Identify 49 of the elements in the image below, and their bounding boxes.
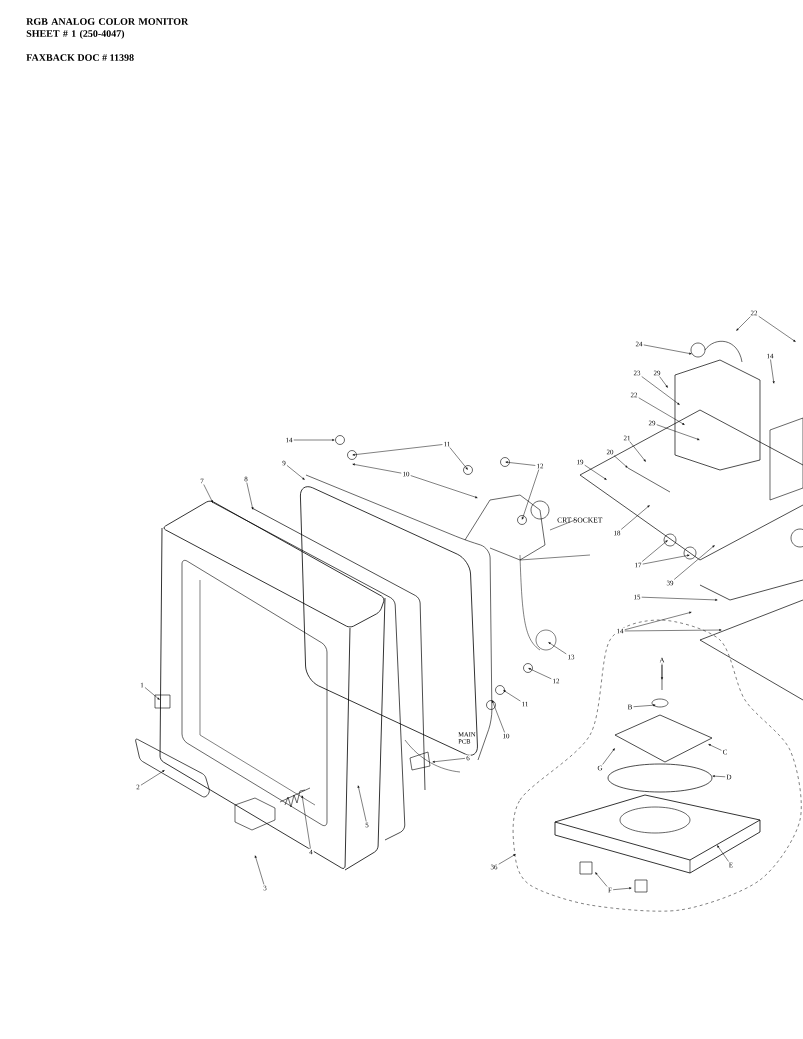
leader-line <box>246 482 254 510</box>
leader-line <box>521 469 540 520</box>
leader-line <box>505 461 536 466</box>
leader-line <box>140 770 165 786</box>
document-number: FAXBACK DOC # 11398 <box>26 54 134 61</box>
leader-line <box>449 447 468 470</box>
leader-line <box>770 359 775 384</box>
leader-line <box>633 704 656 707</box>
leader-line <box>254 855 265 885</box>
leader-line <box>584 464 607 480</box>
leader-line <box>286 465 305 480</box>
leader-line <box>624 629 722 632</box>
leader-line <box>144 687 160 700</box>
leader-line <box>661 663 663 680</box>
leader-line <box>656 424 700 440</box>
leader-line <box>203 484 213 503</box>
leader-line <box>612 887 632 890</box>
leader-line <box>641 376 680 405</box>
leader-line <box>548 642 567 655</box>
leader-line <box>638 397 685 425</box>
leader-line <box>595 872 608 887</box>
leader-line <box>602 748 615 765</box>
leader-line <box>352 463 402 474</box>
leader-line <box>528 668 552 680</box>
leader-line <box>293 439 335 441</box>
leader-line <box>357 785 367 822</box>
leader-line <box>641 596 718 601</box>
leader-line <box>641 540 668 562</box>
leader-line <box>673 545 715 580</box>
leader-line <box>410 475 478 499</box>
leader-line <box>736 316 751 331</box>
leader-line <box>659 376 668 388</box>
leader-line <box>758 316 796 342</box>
leader-line <box>613 455 628 468</box>
leader-line <box>301 795 311 849</box>
leader-line <box>352 444 443 456</box>
leader-line <box>498 854 516 865</box>
leader-line <box>620 505 650 530</box>
leader-line <box>712 775 726 778</box>
leader-line <box>642 554 690 565</box>
title: RGB ANALOG COLOR MONITOR SHEET # 1 (250-4047) <box>26 18 189 39</box>
leader-line <box>624 611 692 630</box>
leader-line <box>432 758 466 763</box>
leader-line <box>629 441 646 462</box>
leader-line <box>708 744 722 751</box>
leader-line <box>717 845 729 862</box>
leader-line <box>643 344 692 355</box>
leader-line <box>492 700 505 733</box>
leader-line <box>503 690 521 702</box>
